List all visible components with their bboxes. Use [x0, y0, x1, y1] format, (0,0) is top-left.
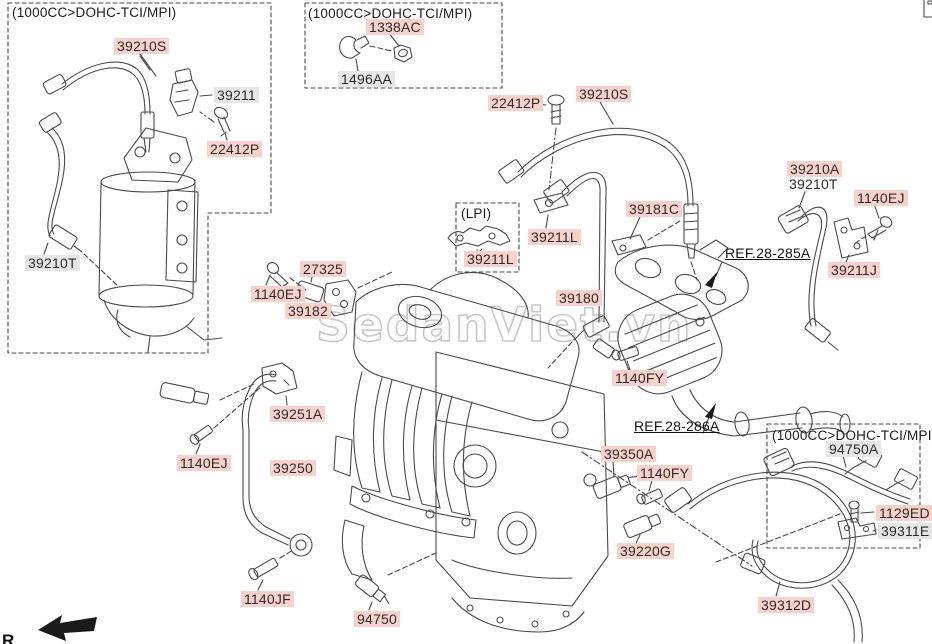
catalytic-converter-illustration [592, 239, 851, 437]
lpi-sensor-illustration [447, 225, 511, 252]
part-label-27325[interactable]: 27325 [300, 261, 346, 277]
part-label-39210s[interactable]: 39210S [114, 38, 170, 54]
part-label-39311e[interactable]: 39311E [878, 523, 932, 539]
ref-link-ref-28-286a[interactable]: REF.28-286A [634, 418, 720, 434]
part-label-39211[interactable]: 39211 [214, 87, 259, 103]
sub-harness-illustration [715, 446, 918, 563]
oil-pressure-sensor-illustration [354, 551, 439, 611]
front-direction-arrow-icon [38, 615, 97, 641]
part-label-39180[interactable]: 39180 [556, 290, 602, 306]
box-title: (LPI) [461, 206, 492, 221]
part-label-39181c[interactable]: 39181C [626, 201, 683, 217]
fuel-pipe-illustration [159, 362, 313, 591]
part-label-39350a[interactable]: 39350A [601, 446, 657, 462]
part-label-39210t[interactable]: 39210T [25, 255, 80, 271]
part-label-1140ej[interactable]: 1140EJ [177, 455, 231, 471]
part-label-39250[interactable]: 39250 [270, 460, 316, 476]
part-label-1338ac[interactable]: 1338AC [366, 19, 424, 35]
part-label-94750[interactable]: 94750 [354, 611, 400, 627]
part-label-1140fy[interactable]: 1140FY [612, 370, 668, 386]
box-top-left [7, 2, 272, 354]
part-label-1140fy[interactable]: 1140FY [637, 465, 693, 481]
box-lpi [455, 202, 520, 273]
part-label-1496aa[interactable]: 1496AA [338, 71, 396, 87]
part-label-39220g[interactable]: 39220G [617, 543, 675, 559]
part-label-39312d[interactable]: 39312D [758, 597, 815, 613]
part-label-22412p[interactable]: 22412P [488, 95, 544, 111]
part-label-39210t: 39210T [789, 176, 838, 192]
part-label-39182[interactable]: 39182 [285, 303, 331, 319]
box-title: (1000CC>DOHC-TCI/MPI) [772, 428, 932, 443]
part-label-1140ej[interactable]: 1140EJ [251, 286, 305, 302]
bracket-39211-illustration [169, 68, 231, 141]
part-label-1140jf[interactable]: 1140JF [241, 591, 294, 607]
clamp-illustration [339, 31, 413, 72]
part-label-39211l[interactable]: 39211L [464, 251, 517, 267]
box-title: (1000CC>DOHC-TCI/MPI) [308, 6, 473, 21]
ref-link-ref-28-285a[interactable]: REF.28-285A [725, 245, 811, 261]
window-corner-artifact [923, 0, 932, 18]
part-label-39210s[interactable]: 39210S [576, 86, 632, 102]
catalyst-canister-illustration [98, 127, 223, 353]
right-o2-sensor-illustration [777, 191, 893, 351]
knock-sensor-illustration [265, 262, 393, 317]
watermark-text: SedanViet.vn [316, 298, 693, 353]
oxygen-sensor-cables-illustration [38, 55, 155, 287]
engine-illustration [333, 272, 609, 633]
part-label-1140ej[interactable]: 1140EJ [854, 190, 908, 206]
box-title: (1000CC>DOHC-TCI/MPI) [12, 5, 177, 20]
box-bottom-right [766, 423, 921, 549]
upper-o2-sensor-cables-illustration [498, 94, 699, 369]
part-label-39211j[interactable]: 39211J [828, 262, 881, 278]
leader-lines [139, 53, 157, 77]
part-label-39211l[interactable]: 39211L [528, 229, 581, 245]
part-label-39210a[interactable]: 39210A [787, 161, 843, 177]
part-label-94750a[interactable]: 94750A [826, 441, 882, 457]
front-marker-letter: R [2, 631, 15, 644]
variant-boxes [7, 2, 921, 549]
bottom-sensors-illustration [581, 451, 863, 643]
part-label-22412p[interactable]: 22412P [207, 141, 263, 157]
part-label-1129ed[interactable]: 1129ED [876, 505, 932, 521]
part-label-39251a[interactable]: 39251A [270, 406, 326, 422]
box-top-middle [304, 2, 503, 89]
